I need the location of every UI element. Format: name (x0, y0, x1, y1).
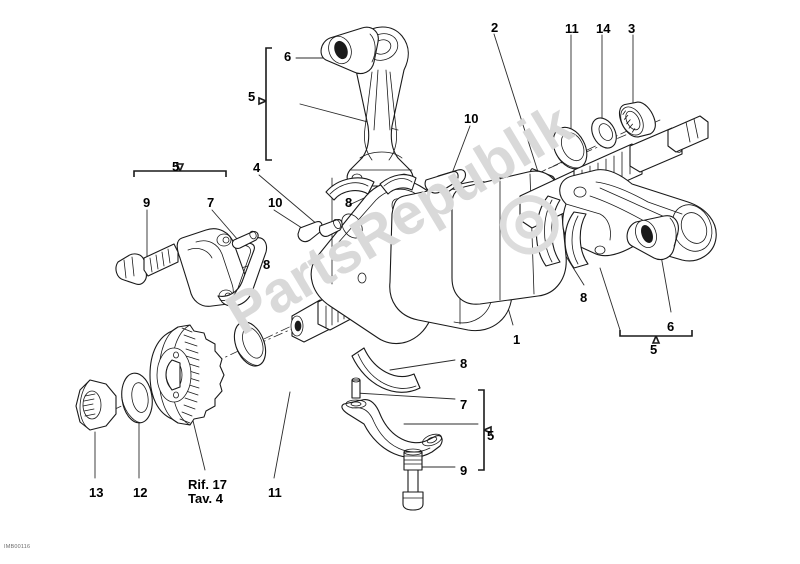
callout-8-14: 8 (580, 290, 588, 305)
cap-bolt-bottom (402, 448, 424, 511)
callout-5-1: 5 (248, 89, 256, 104)
bearing-shells-right (535, 195, 589, 269)
spacer-ring-lower (233, 321, 267, 367)
small-end-bushing-upper (320, 26, 379, 75)
callout-7-19: 7 (460, 397, 468, 412)
small-end-bushing-right (626, 215, 679, 261)
timing-gear (149, 324, 225, 426)
bearing-shell-left (217, 237, 268, 307)
callout-10-11: 10 (268, 195, 283, 210)
reference-note-line2: Tav. 4 (188, 490, 223, 506)
callout-9-9: 9 (143, 195, 151, 210)
reference-note: Rif. 17 Tav. 4 (188, 478, 227, 505)
callout-8-12: 8 (345, 195, 353, 210)
reference-note-line1: Rif. 17 (188, 477, 228, 492)
locating-pin-left (231, 230, 259, 249)
callout-3-5: 3 (628, 21, 636, 36)
callout-5-8: 5 (172, 159, 180, 174)
callout-5-16: 5 (650, 342, 658, 357)
locating-pin-bottom (351, 377, 361, 399)
callout-5-20: 5 (487, 428, 495, 443)
callout-11-3: 11 (565, 21, 579, 36)
callout-8-18: 8 (460, 356, 468, 371)
callout-9-21: 9 (460, 463, 468, 478)
callout-8-13: 8 (263, 257, 271, 272)
nut (75, 379, 117, 431)
callout-7-10: 7 (207, 195, 215, 210)
ring-stack-upper-right (552, 101, 656, 170)
woodruff-key-left (297, 221, 323, 243)
callout-6-0: 6 (284, 49, 292, 64)
bearing-shell-top-right (424, 171, 459, 194)
callout-13-22: 13 (89, 485, 104, 500)
washer (121, 372, 153, 424)
callout-12-23: 12 (133, 485, 148, 500)
bearing-cap-bottom (341, 399, 443, 458)
dowel-pin-upper (318, 218, 343, 237)
callout-4-7: 4 (253, 160, 261, 175)
callout-2-2: 2 (491, 20, 499, 35)
callout-1-17: 1 (513, 332, 521, 347)
document-code: IMB00116 (4, 544, 31, 550)
cap-bolt-left (115, 243, 179, 285)
callout-11-24: 11 (268, 485, 282, 500)
callout-14-4: 14 (596, 21, 611, 36)
callout-10-6: 10 (464, 111, 479, 126)
bearing-shell-bottom (351, 347, 421, 393)
callout-6-15: 6 (667, 319, 675, 334)
bearing-shells-upper (325, 174, 417, 201)
